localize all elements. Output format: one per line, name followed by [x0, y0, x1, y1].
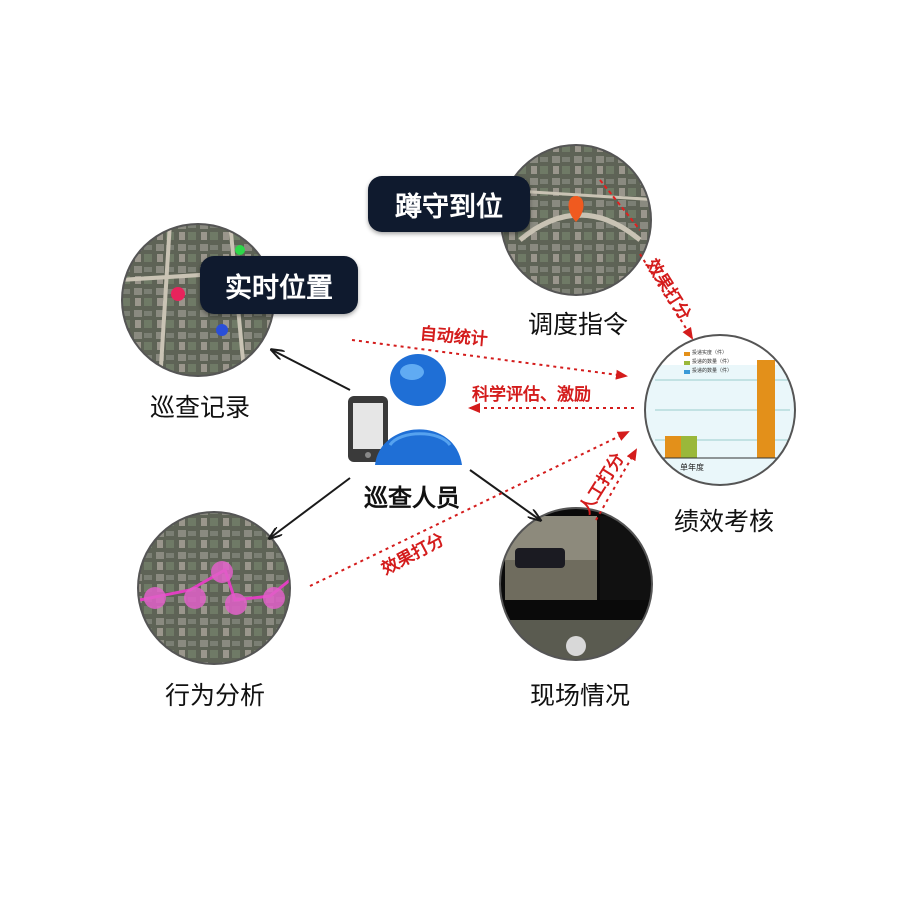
chart-category-label: 单年度	[680, 463, 704, 472]
callout-realtime-position: 实时位置	[200, 256, 358, 314]
arrow-effect-score-left	[309, 431, 630, 587]
arrow-to-site-situation	[469, 469, 540, 520]
patrol-person-icon	[348, 354, 462, 465]
behavior-analysis-thumbnail	[138, 512, 290, 664]
label-dispatch-order: 调度指令	[527, 310, 629, 339]
arrow-to-behavior-analysis	[270, 477, 351, 538]
chart-legend-item: 投递的数量（件）	[692, 368, 733, 374]
arrow-effect-score-top	[639, 253, 694, 340]
chart-legend-item: 投递的数量（件）	[692, 359, 733, 365]
label-site-situation: 现场情况	[529, 681, 631, 710]
callout-on-site-guard: 蹲守到位	[368, 176, 530, 232]
label-behavior-analysis: 行为分析	[164, 681, 266, 710]
label-patrol-record: 巡查记录	[149, 393, 251, 422]
chart-legend: 投递实度（件） 投递的数量（件） 投递的数量（件）	[692, 349, 732, 376]
chart-legend-item: 投递实度（件）	[692, 350, 728, 356]
label-performance: 绩效考核	[673, 507, 775, 536]
label-patrol-person: 巡查人员	[364, 483, 460, 512]
performance-chart-thumbnail	[645, 335, 795, 485]
flow-label-evaluate-incentive: 科学评估、激励	[472, 385, 591, 405]
arrow-to-patrol-record	[272, 350, 351, 391]
